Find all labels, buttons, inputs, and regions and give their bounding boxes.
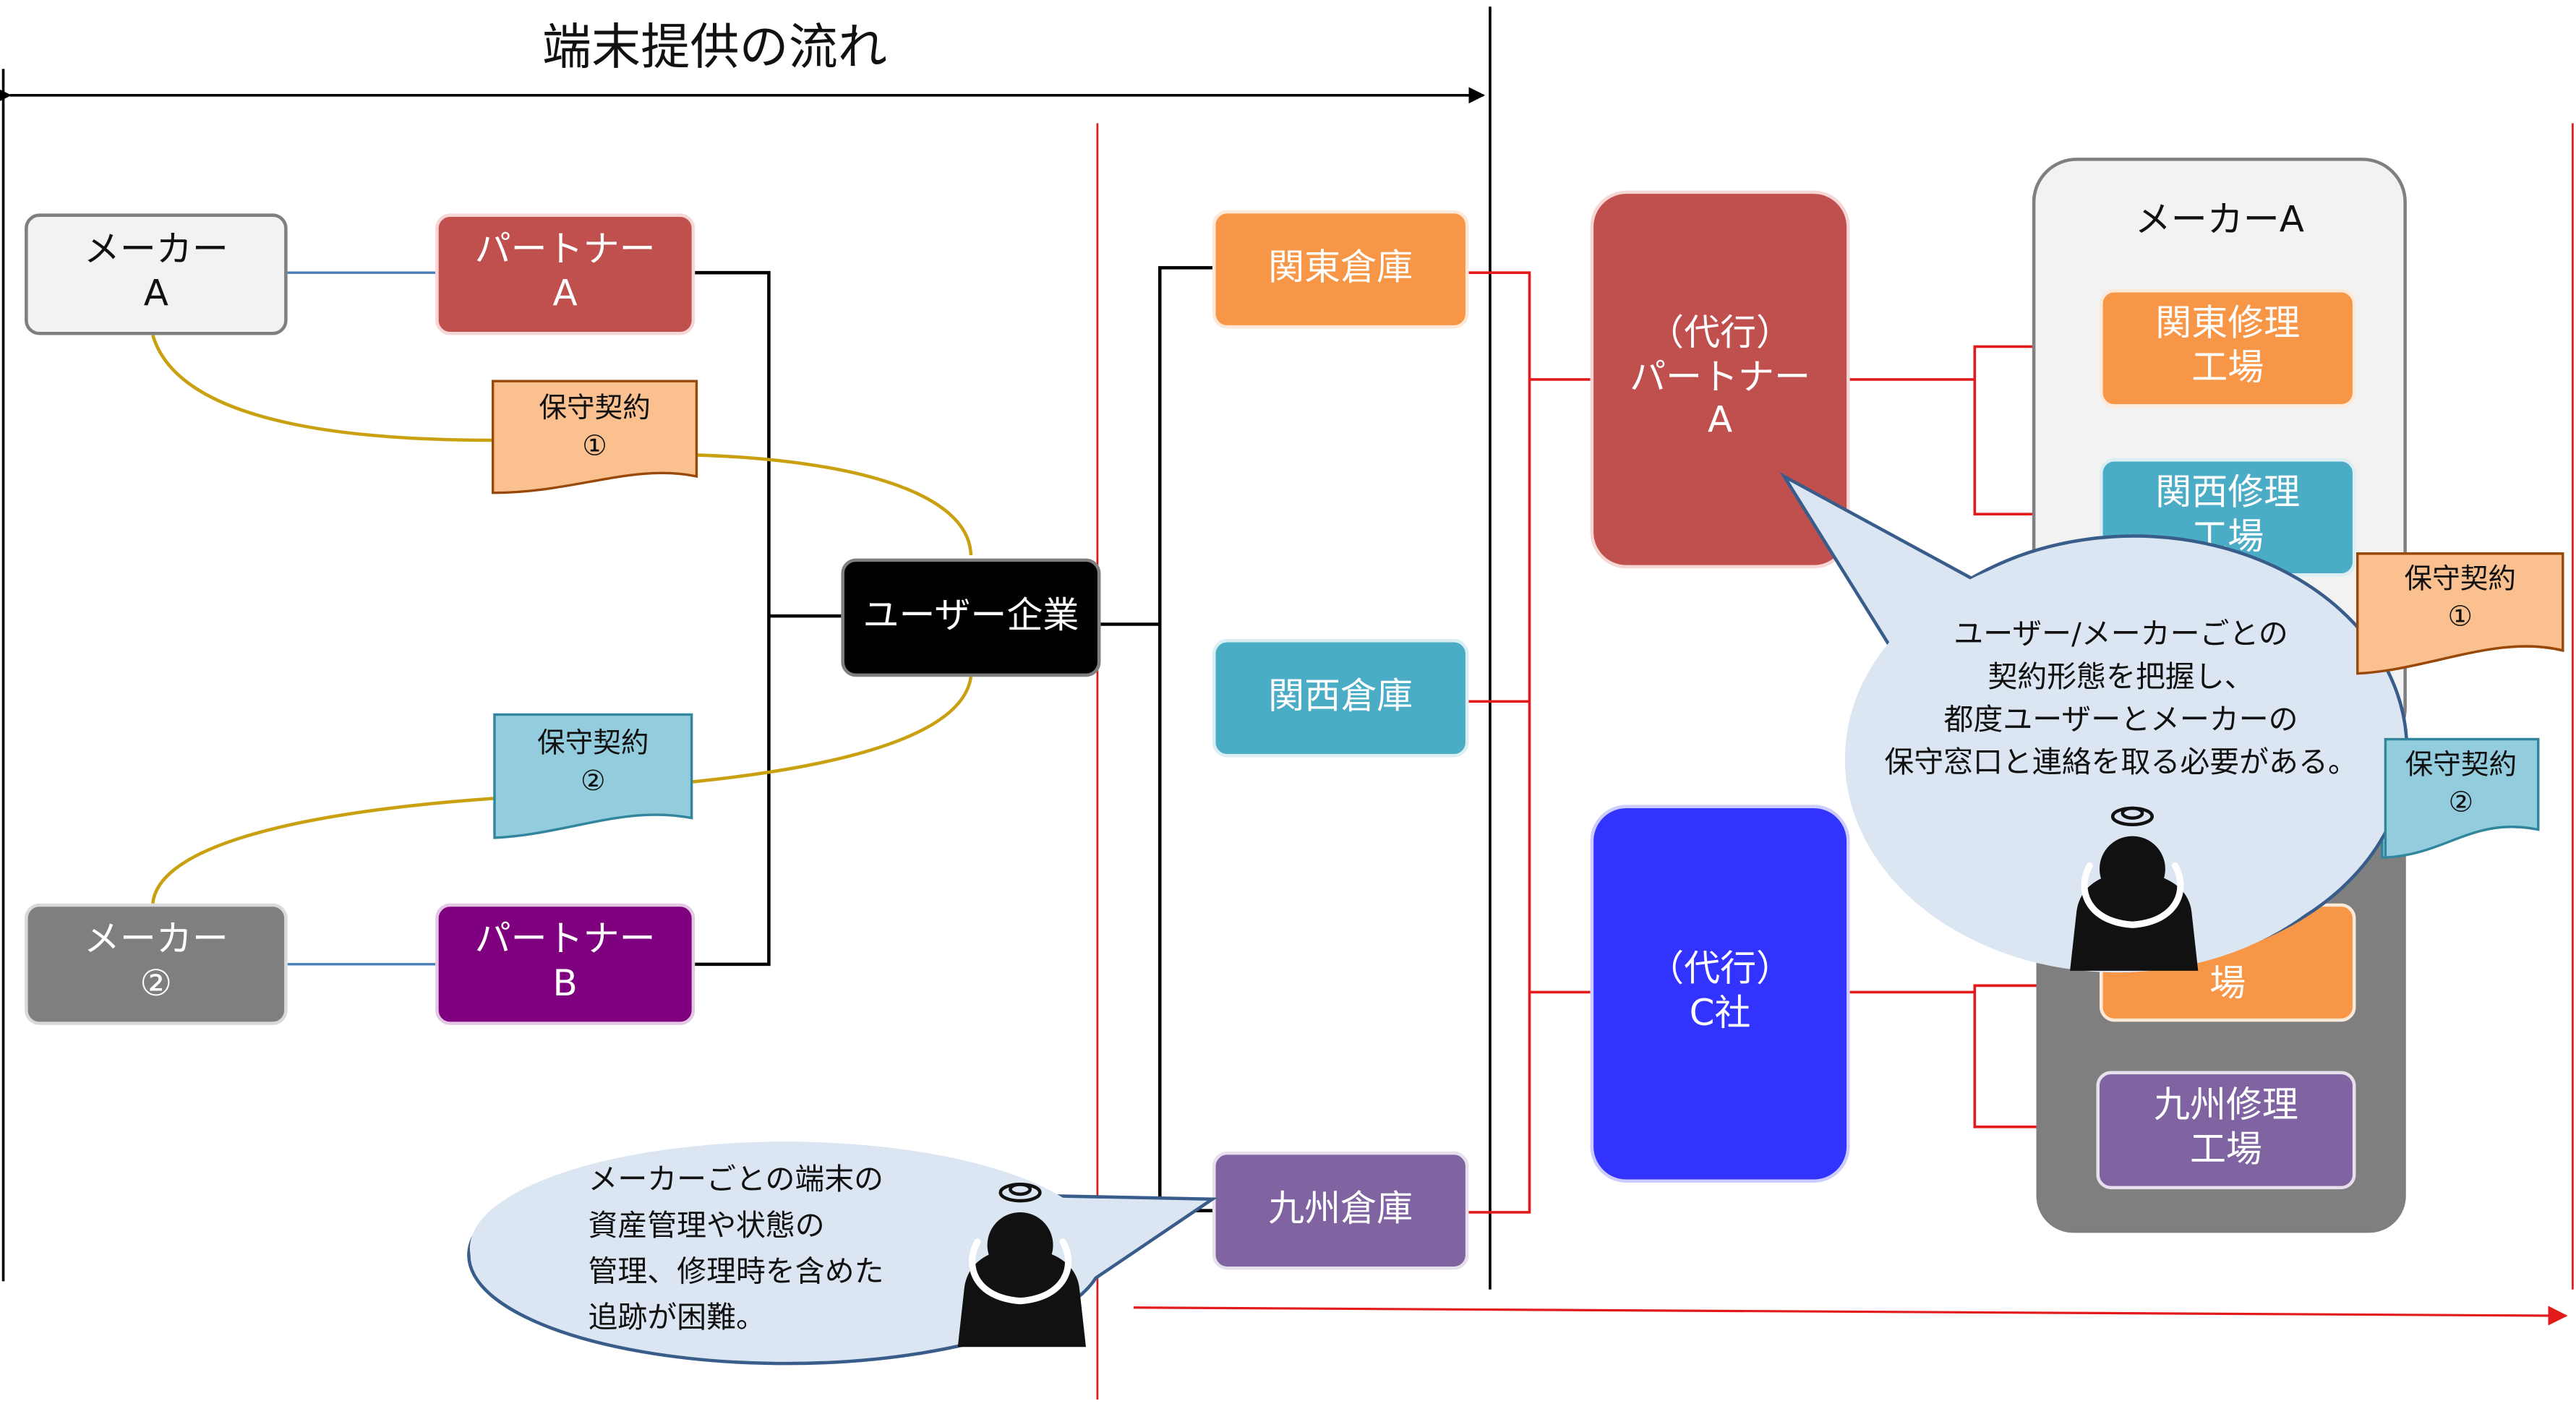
diagram-title: 端末提供の流れ (542, 20, 888, 77)
left-callout-line-3: 管理、修理時を含めた (588, 1254, 884, 1290)
left-callout-text: メーカーごとの端末の 資産管理や状態の 管理、修理時を含めた 追跡が困難。 (588, 1158, 883, 1342)
red-flow-arrow (1133, 1306, 2568, 1326)
contract-2-label: 保守契約 ② (495, 726, 692, 801)
maker-a-contract-1-number: ① (2447, 601, 2473, 634)
left-callout-line-2: 資産管理や状態の (588, 1209, 825, 1243)
partner-a-label-1: パートナー (474, 230, 656, 272)
agent-partner-a-box: （代行） パートナー A (1590, 190, 1850, 569)
left-callout-fill (469, 1141, 1101, 1355)
right-callout-line-1: ユーザー/メーカーごとの (1954, 617, 2288, 653)
maker-a-label-1: メーカー (83, 230, 228, 272)
partner-a-label-2: A (552, 274, 578, 316)
kansai-warehouse-box: 関西倉庫 (1212, 638, 1469, 758)
left-callout-line-4: 追跡が困難。 (588, 1300, 766, 1335)
right-callout-line-3: 都度ユーザーとメーカーの (1943, 703, 2298, 738)
kansai-warehouse-label: 関西倉庫 (1268, 676, 1413, 718)
kyushu-factory-label-2: 工場 (2189, 1130, 2262, 1172)
maker-a-group-title: メーカーA (2134, 200, 2304, 242)
maker-a-contract-2-label: 保守契約 ② (2390, 747, 2531, 823)
contract-2-curve-left (151, 797, 495, 904)
maker-a-contract-1-title: 保守契約 (2404, 563, 2517, 596)
troubled-person-icon (957, 1183, 1086, 1347)
partner-bracket (695, 270, 771, 967)
partner-b-box: パートナー B (435, 903, 696, 1025)
maker-a-contract-1-label: 保守契約 ① (2358, 562, 2563, 637)
maker-2-factory-partial-label: 場 (2209, 964, 2246, 1006)
maker-a-box: メーカー A (25, 213, 288, 335)
agent-partner-a-label-1: （代行） (1648, 313, 1793, 355)
contract-1-curve-left (151, 334, 493, 442)
contract-1-label: 保守契約 ① (493, 391, 697, 466)
kanto-factory-box: 関東修理 工場 (2099, 288, 2356, 408)
contract-1-title: 保守契約 (539, 393, 651, 426)
maker-2-box: メーカー ② (25, 903, 288, 1025)
agent-company-c-label-2: C社 (1689, 993, 1751, 1035)
maker-a-contract-2-number: ② (2448, 787, 2474, 820)
kanto-warehouse-label: 関東倉庫 (1268, 247, 1413, 288)
contract-2-number: ② (580, 765, 606, 799)
agent-company-c-label-1: （代行） (1648, 949, 1793, 991)
maker-2-label-1: メーカー (83, 920, 228, 961)
left-callout-line-1: メーカーごとの端末の (588, 1162, 884, 1198)
kyushu-warehouse-box: 九州倉庫 (1212, 1151, 1469, 1270)
kanto-warehouse-box: 関東倉庫 (1212, 210, 1469, 329)
kansai-factory-label-1: 関西修理 (2155, 473, 2301, 515)
contract-2-title: 保守契約 (537, 727, 649, 761)
agent-company-c-box: （代行） C社 (1590, 805, 1850, 1183)
partner-a-box: パートナー A (435, 213, 696, 335)
contract-2-curve-right (691, 676, 973, 784)
troubled-person-icon-2 (2070, 806, 2199, 971)
kyushu-factory-label-1: 九州修理 (2153, 1086, 2298, 1128)
contract-1-curve-right (696, 453, 973, 556)
front-contract-1-document (2356, 552, 2564, 675)
kanto-factory-label-1: 関東修理 (2155, 304, 2301, 346)
contract-1-document (491, 380, 698, 494)
maker-a-label-2: A (143, 274, 168, 316)
agent-partner-a-label-3: A (1707, 401, 1733, 443)
agent-partner-a-label-2: パートナー (1630, 357, 1811, 399)
right-callout-text: ユーザー/メーカーごとの 契約形態を把握し、 都度ユーザーとメーカーの 保守窓口… (1850, 614, 2392, 786)
kyushu-factory-box: 九州修理 工場 (2096, 1071, 2356, 1190)
right-callout-fill (1844, 545, 2391, 973)
user-company-label: ユーザー企業 (863, 595, 1079, 637)
kyushu-warehouse-label: 九州倉庫 (1268, 1188, 1413, 1230)
contract-1-number: ① (582, 430, 607, 463)
kanto-factory-label-2: 工場 (2191, 348, 2264, 390)
partner-b-label-1: パートナー (474, 920, 656, 961)
maker-a-contract-2-title: 保守契約 (2405, 749, 2517, 782)
user-company-box: ユーザー企業 (841, 558, 1101, 677)
right-callout-line-2: 契約形態を把握し、 (1987, 660, 2254, 695)
front-contract-2-document (2384, 737, 2540, 859)
warehouse-agent-bracket (1468, 271, 1531, 1214)
maker-2-label-2: ② (140, 964, 173, 1006)
partner-b-label-2: B (552, 964, 578, 1006)
right-callout-line-4: 保守窓口と連絡を取る必要がある。 (1884, 746, 2358, 781)
contract-2-document (493, 713, 693, 839)
